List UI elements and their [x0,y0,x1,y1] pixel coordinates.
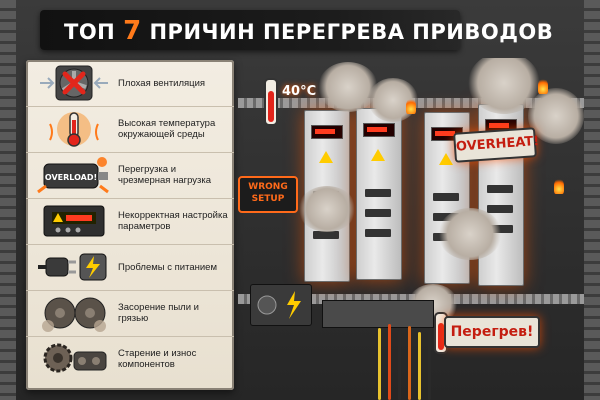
thermometer-icon [264,78,278,126]
cause-label: Некорректная настройка параметров [118,210,228,232]
smoke-cloud [438,208,502,260]
page-title: Топ 7 причин перегрева приводов [64,14,553,48]
wrong-setup-sign: WRONG SETUP [238,176,298,213]
overheating-cabinet-scene: 40°C OVERHEAT! WRONG SETUP [238,58,584,400]
fan-crossed-icon [40,65,108,101]
cause-label: Плохая вентиляция [118,77,206,89]
cable [388,324,391,400]
title-prefix: Топ [64,20,116,44]
title-number: 7 [123,16,142,46]
list-item: OVERLOAD! Перегрузка и чрезмерная нагруз… [26,152,234,199]
list-item: Высокая температура окружающей среды [26,106,234,153]
list-item: Проблемы с питанием [26,244,234,291]
cause-label: Высокая температура окружающей среды [118,118,216,140]
flame-icon [406,98,416,114]
worn-gears-icon [43,343,107,373]
power-module [250,284,312,326]
cable [428,328,431,400]
cable [378,328,381,400]
peregrev-sign: Перегрев! [444,316,540,348]
cause-label: Старение и износ компонентов [118,348,197,370]
cabinet-rail-right [584,0,600,400]
smoke-cloud [298,186,356,232]
causes-list: Плохая вентиляция Высокая температура ок… [26,60,234,390]
control-panel-warning-icon [43,205,105,237]
overloaded-motor-icon: OVERLOAD! [37,157,109,194]
smoke-cloud [468,58,540,114]
cause-label: Проблемы с питанием [118,261,217,273]
terminal-block [322,300,434,328]
flame-icon [554,178,564,194]
list-item: Плохая вентиляция [26,60,234,107]
list-item: Засорение пыли и грязью [26,290,234,337]
list-item: Старение и износ компонентов [26,336,234,382]
cause-label: Засорение пыли и грязью [118,302,199,324]
thermometer-heat-icon [49,112,99,147]
lightning-icon [257,291,301,319]
flame-icon [538,78,548,94]
cabinet-rail-left [0,0,16,400]
cable [398,330,401,400]
list-item: Некорректная настройка параметров [26,198,234,245]
title-suffix: причин перегрева приводов [149,20,554,44]
temperature-readout: 40°C [282,84,317,99]
dusty-fans-icon [42,297,106,332]
cable [418,332,421,400]
servo-drive [356,108,402,280]
overload-icon-text: OVERLOAD! [45,173,97,182]
power-plug-spark-icon [38,253,107,281]
smoke-cloud [528,88,584,144]
title-banner [40,10,460,50]
cause-label: Перегрузка и чрезмерная нагрузка [118,164,212,186]
cable [408,326,411,400]
overheat-sign: OVERHEAT! [453,127,540,163]
